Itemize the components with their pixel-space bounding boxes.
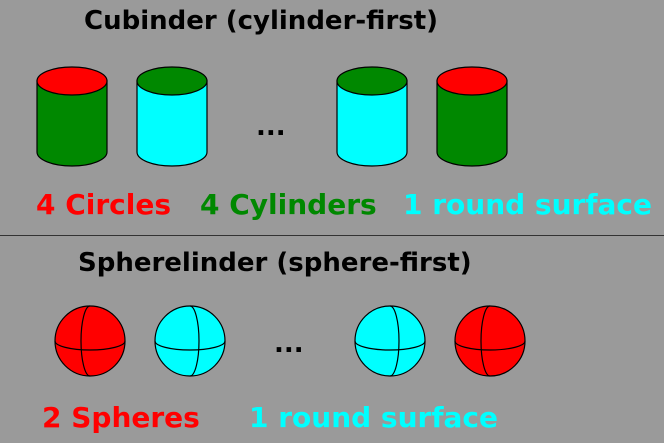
spherelinder-panel: Spherelinder (sphere-first) ... 2 Sphere… (0, 236, 664, 443)
round-surface-label-top: 1 round surface (403, 188, 653, 221)
cylinder-green-cap-2 (336, 66, 408, 167)
cylinder-green-cap (136, 66, 208, 167)
section-divider (0, 235, 664, 236)
cylinder-red-cap-2 (436, 66, 508, 167)
sphere-ellipsis: ... (274, 329, 304, 359)
sphere-red-2 (454, 305, 526, 377)
circles-label: 4 Circles (36, 188, 172, 221)
sphere-red (54, 305, 126, 377)
spherelinder-title: Spherelinder (sphere-first) (78, 248, 472, 278)
spheres-label: 2 Spheres (42, 401, 200, 434)
sphere-row (54, 305, 526, 377)
cylinder-row (36, 66, 508, 167)
cubinder-panel: Cubinder (cylinder-first) ... 4 Circles … (36, 6, 653, 221)
cylinder-ellipsis: ... (256, 112, 286, 142)
sphere-cyan-2 (354, 305, 426, 377)
cylinder-red-cap (36, 66, 108, 167)
round-surface-label-bottom: 1 round surface (249, 401, 499, 434)
cylinders-label: 4 Cylinders (200, 188, 377, 221)
sphere-cyan (154, 305, 226, 377)
cubinder-title: Cubinder (cylinder-first) (84, 6, 439, 36)
